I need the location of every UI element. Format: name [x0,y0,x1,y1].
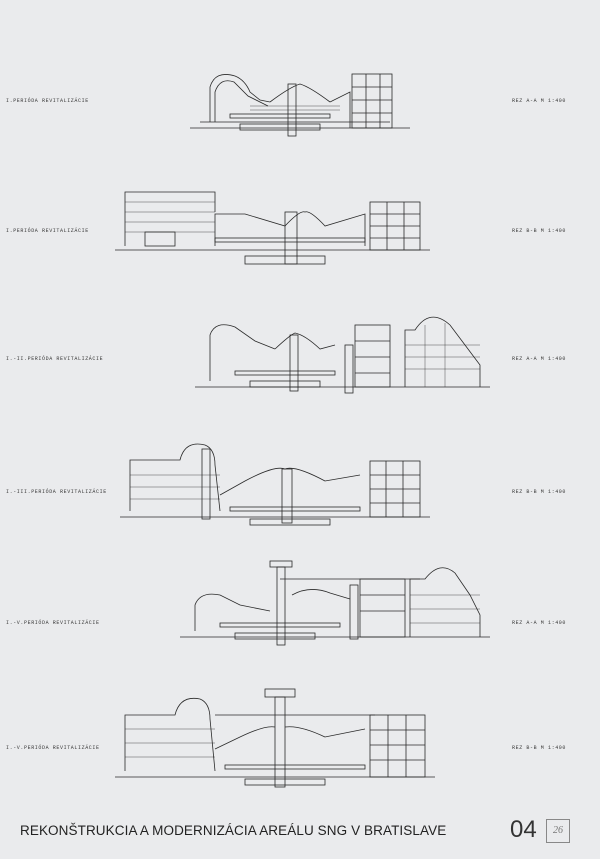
row-6-phase-label: I.-V.PERIÓDA REVITALIZÁCIE [6,745,100,751]
handwritten-sheet-number: 26 [546,819,570,843]
section-a-a-phase-1-2-drawing [195,316,490,394]
row-5-section-label: REZ A-A M 1:400 [512,620,567,626]
row-5-phase-label: I.-V.PERIÓDA REVITALIZÁCIE [6,620,100,626]
row-6-section-label: REZ B-B M 1:400 [512,745,567,751]
section-b-b-phase-1-5-drawing [115,688,435,788]
row-3-phase-label: I.-II.PERIÓDA REVITALIZÁCIE [6,356,104,362]
section-b-b-phase-1-drawing [115,191,430,265]
row-1-section-label: REZ A-A M 1:400 [512,98,567,104]
row-4-phase-label: I.-III.PERIÓDA REVITALIZÁCIE [6,489,107,495]
row-3-section-label: REZ A-A M 1:400 [512,356,567,362]
sheet-title: REKONŠTRUKCIA A MODERNIZÁCIA AREÁLU SNG … [20,823,447,838]
section-b-b-phase-1-3-drawing [120,443,430,526]
row-2-phase-label: I.PERIÓDA REVITALIZÁCIE [6,228,89,234]
section-a-a-phase-1-drawing [190,73,410,137]
row-2-section-label: REZ B-B M 1:400 [512,228,567,234]
section-a-a-phase-1-5-drawing [180,560,490,646]
sheet-number: 04 [510,816,537,843]
row-4-section-label: REZ B-B M 1:400 [512,489,567,495]
row-1-phase-label: I.PERIÓDA REVITALIZÁCIE [6,98,89,104]
